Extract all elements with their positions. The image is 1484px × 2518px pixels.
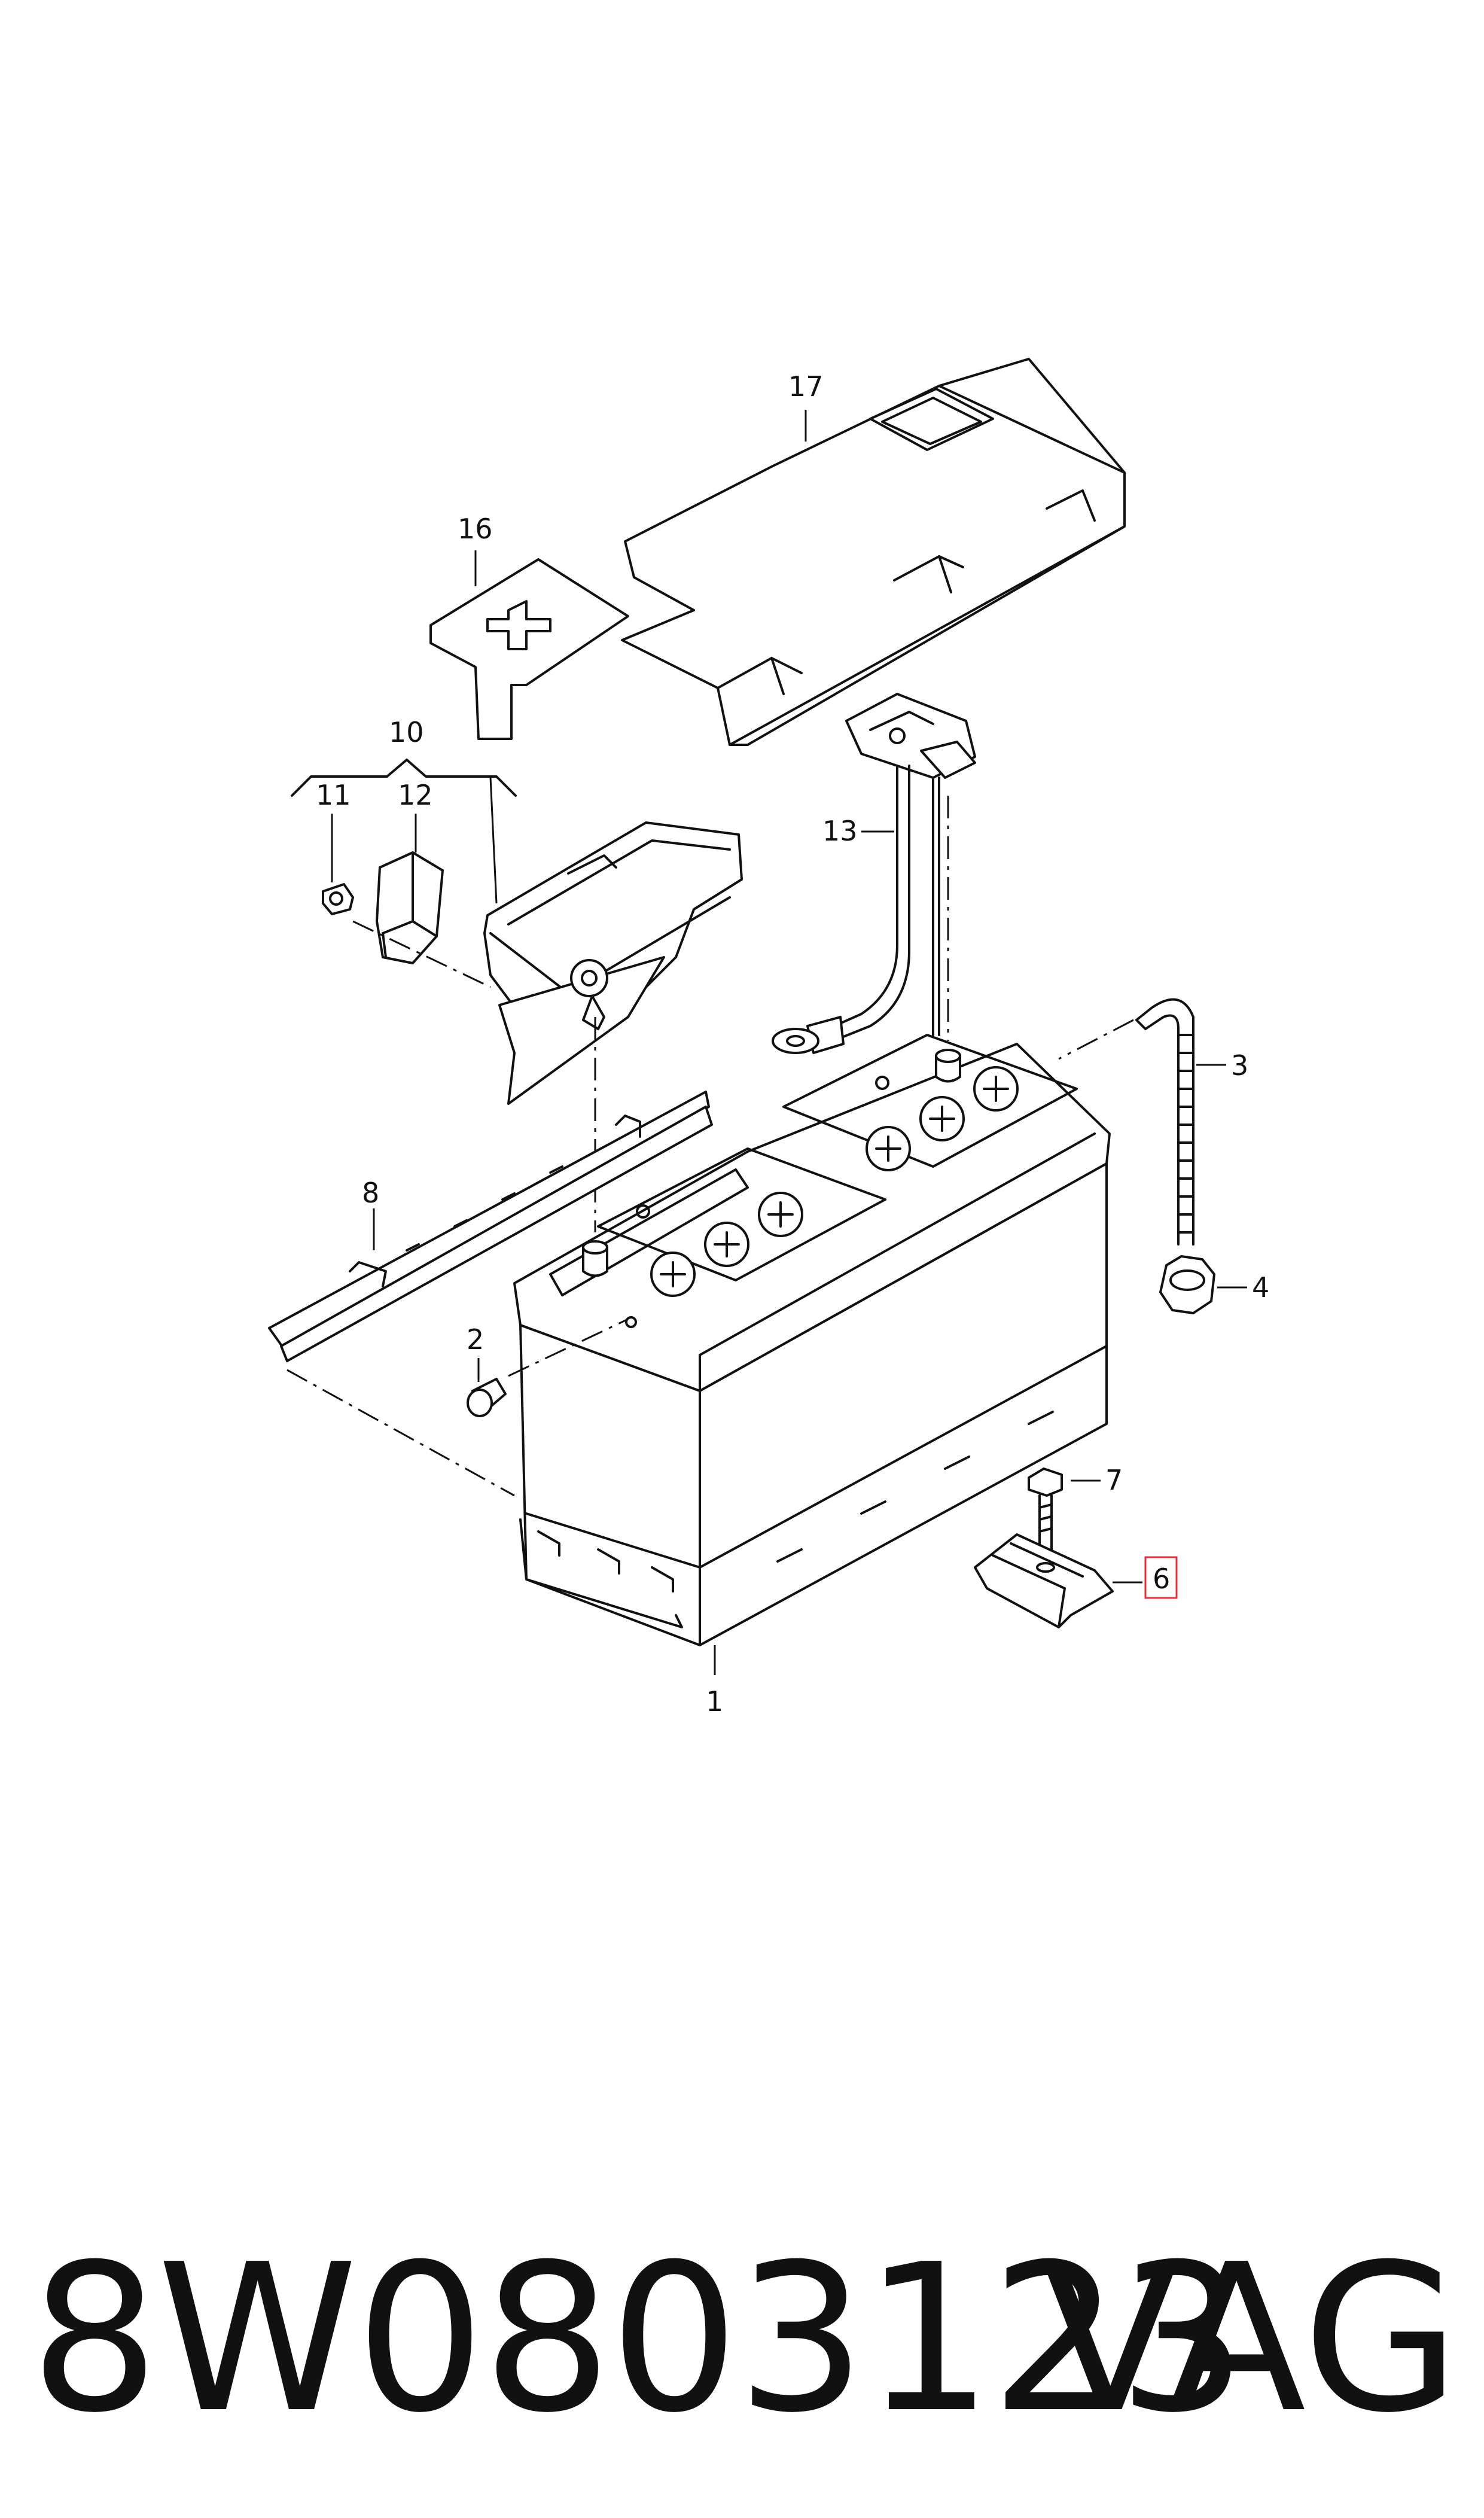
- callout-10: 10: [389, 716, 424, 748]
- footer: 8W0803123 VAG: [0, 2213, 1484, 2465]
- callout-3: 3: [1231, 1049, 1248, 1082]
- nut-11: [322, 883, 354, 915]
- bolt-7: [1028, 1467, 1063, 1551]
- holding-rail-8: [268, 1091, 713, 1362]
- brand-label: VAG: [1041, 2221, 1460, 2458]
- callout-11: 11: [316, 779, 351, 811]
- callout-4: 4: [1252, 1271, 1269, 1304]
- callout-12: 12: [398, 779, 433, 811]
- part-number: 8W0803123: [30, 2221, 1247, 2458]
- vent-hose-3: [1135, 998, 1194, 1246]
- plug-2: [467, 1378, 507, 1417]
- callout-6-highlight-box: [1144, 1556, 1178, 1599]
- cell-cap: [650, 1066, 1019, 1297]
- clamp-plate-6: [974, 1533, 1114, 1628]
- callout-16: 16: [458, 513, 493, 545]
- callout-17: 17: [788, 370, 824, 403]
- fuse-box-10: [483, 821, 743, 1105]
- callout-7: 7: [1105, 1464, 1123, 1496]
- callout-2: 2: [467, 1323, 484, 1356]
- grommet-4: [1159, 1255, 1215, 1314]
- callout-8: 8: [362, 1177, 379, 1209]
- callout-1: 1: [706, 1685, 723, 1718]
- battery-cable-13: [772, 693, 976, 1054]
- sensor-12: [376, 851, 444, 964]
- battery-cover-17: [621, 358, 1126, 746]
- battery-1: [513, 1034, 1111, 1646]
- callout-13: 13: [822, 815, 858, 847]
- terminal-cover-16: [429, 558, 629, 740]
- callout-6: 6: [1153, 1563, 1170, 1595]
